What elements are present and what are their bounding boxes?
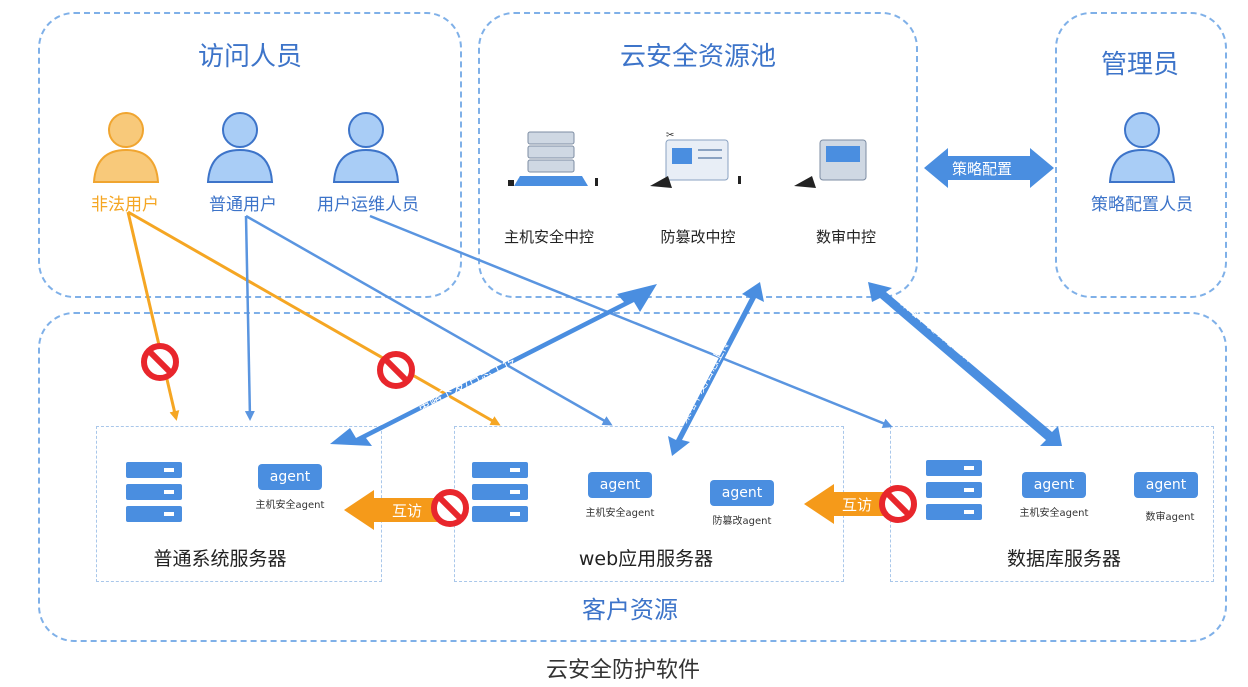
db-server-name: 数据库服务器 (1006, 548, 1121, 570)
web-tamper-agent-caption: 防篡改agent (712, 516, 772, 527)
illegal-user-label: 非法用户 (91, 195, 159, 215)
db-host-agent-caption: 主机安全agent (1019, 508, 1089, 519)
person-icon-normal (206, 112, 274, 183)
server-icon-web (472, 462, 528, 522)
audit-control-label: 数审中控 (815, 228, 876, 246)
mutual-access-arrows (344, 484, 896, 530)
normal-server-name: 普通系统服务器 (153, 548, 287, 570)
tamper-control-icon: ✂ (650, 130, 741, 188)
audit-control-icon (794, 139, 867, 188)
ops-user-label: 用户运维人员 (317, 195, 419, 215)
db-audit-agent-caption: 数审agent (1145, 512, 1195, 523)
customer-title: 客户资源 (582, 596, 678, 624)
server-icon-normal (126, 462, 182, 522)
policy-person-label: 策略配置人员 (1091, 195, 1193, 215)
policy-arrows (330, 282, 1062, 456)
normal-host-agent-caption: 主机安全agent (255, 500, 325, 511)
customer-group (38, 312, 1227, 642)
visitors-group (38, 12, 462, 298)
forbid-signs (141, 343, 917, 527)
host-control-label: 主机安全中控 (503, 228, 594, 246)
normal-user-label: 普通用户 (209, 195, 277, 215)
tamper-control-label: 防篡改中控 (660, 228, 736, 246)
policy-config-arrow (924, 148, 1054, 188)
visitors-title: 访问人员 (197, 42, 302, 72)
admin-group (1055, 12, 1227, 298)
web-host-agent-caption: 主机安全agent (585, 508, 655, 519)
illegal-flow-lines (126, 210, 501, 426)
svg-text:✂: ✂ (666, 130, 674, 141)
server-icon-db (926, 460, 982, 520)
normal-host-agent-chip: agent (258, 464, 322, 490)
person-icon-admin (1108, 112, 1176, 183)
web-host-agent-chip: agent (588, 472, 652, 498)
policy-config-label: 策略配置 (952, 160, 1012, 178)
policy-arrow-3-label: 策略下发/日志上传 (898, 296, 977, 366)
figure-caption: 云安全防护软件 (546, 658, 701, 683)
web-tamper-agent-chip: agent (710, 480, 774, 506)
host-control-icon (508, 131, 598, 186)
resource-pool-group (478, 12, 918, 298)
mutual-access-label-1: 互访 (392, 502, 422, 520)
pool-title: 云安全资源池 (619, 42, 776, 72)
mutual-access-label-2: 互访 (842, 496, 872, 514)
person-icon-ops (332, 112, 400, 183)
db-audit-agent-chip: agent (1134, 472, 1198, 498)
normal-flow-lines (244, 214, 893, 429)
web-server-name: web应用服务器 (578, 548, 714, 570)
person-icon-illegal (92, 112, 160, 183)
admin-title: 管理员 (1100, 50, 1179, 80)
db-host-agent-chip: agent (1022, 472, 1086, 498)
